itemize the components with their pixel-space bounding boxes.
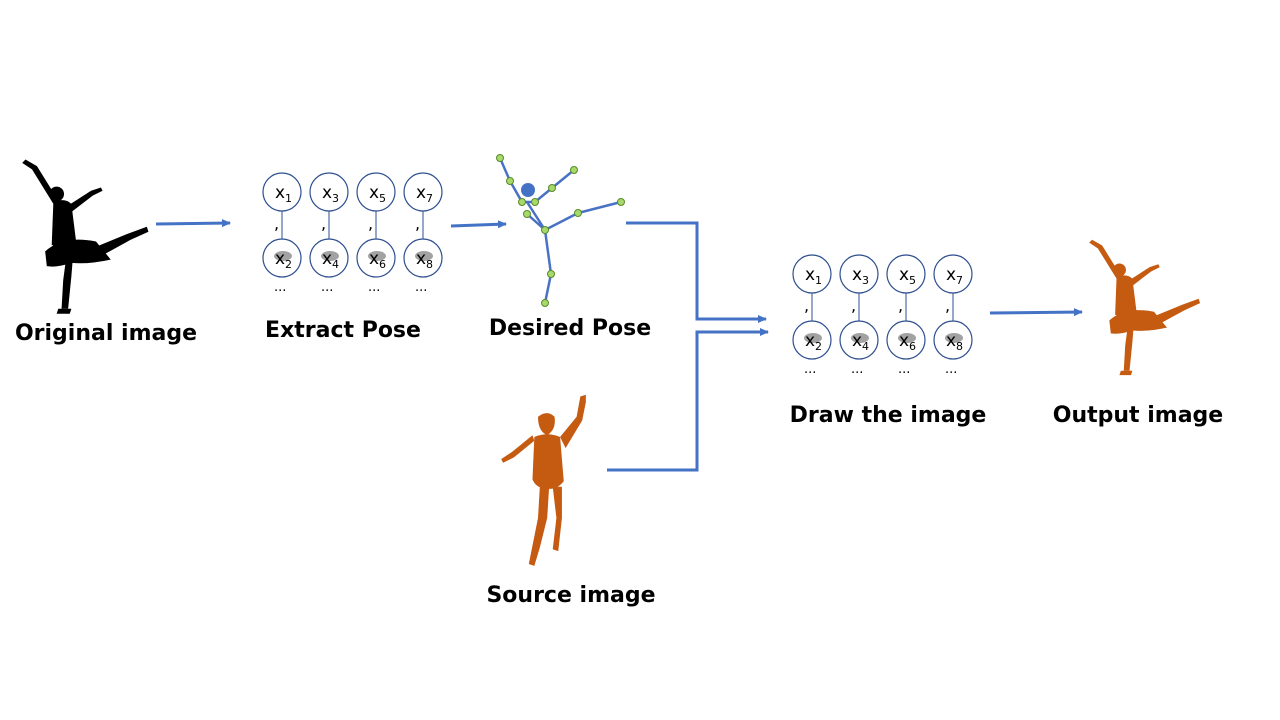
- grid-sub-top: 1: [285, 192, 292, 205]
- arrow-original-to-extract: [155, 219, 231, 228]
- grid-node-top: [839, 254, 879, 294]
- handwriting-smudge: [898, 333, 916, 343]
- grid-var-bottom: x: [852, 331, 862, 351]
- grid-var-bottom: x: [369, 249, 379, 269]
- grid-sub-top: 7: [426, 192, 433, 205]
- source-image-label: Source image: [486, 583, 655, 608]
- grid-comma: ,: [945, 296, 950, 315]
- grid-comma: ,: [415, 214, 420, 233]
- desired-pose-label: Desired Pose: [489, 316, 651, 341]
- grid-comma: ,: [898, 296, 903, 315]
- grid-node-top: [309, 172, 349, 212]
- arrow-extract-to-desired: [450, 220, 507, 229]
- grid-sub-bottom: 2: [815, 340, 822, 353]
- pose-head-icon: [521, 183, 535, 197]
- grid-ellipsis: ...: [804, 362, 816, 377]
- grid-node-top: [403, 172, 443, 212]
- grid-ellipsis: ...: [415, 280, 427, 295]
- extract-pose-label: Extract Pose: [265, 318, 421, 343]
- draw-image-label: Draw the image: [790, 403, 987, 428]
- grid-node-top: [933, 254, 973, 294]
- desired-pose-skeleton: [496, 154, 625, 307]
- grid-var-bottom: x: [416, 249, 426, 269]
- grid-comma: ,: [851, 296, 856, 315]
- grid-sub-bottom: 6: [909, 340, 916, 353]
- grid-sub-top: 3: [332, 192, 339, 205]
- grid-node-top: [792, 254, 832, 294]
- grid-var-top: x: [275, 183, 285, 203]
- grid-comma: ,: [321, 214, 326, 233]
- grid-var-bottom: x: [899, 331, 909, 351]
- grid-sub-bottom: 8: [956, 340, 963, 353]
- grid-ellipsis: ...: [368, 280, 380, 295]
- grid-var-top: x: [946, 265, 956, 285]
- grid-var-bottom: x: [322, 249, 332, 269]
- grid-var-bottom: x: [275, 249, 285, 269]
- handwriting-smudge: [368, 251, 386, 261]
- original-image-silhouette-icon: [22, 159, 149, 314]
- grid-var-top: x: [416, 183, 426, 203]
- grid-node-top: [262, 172, 302, 212]
- grid-sub-top: 5: [379, 192, 386, 205]
- original-image-label: Original image: [15, 321, 197, 346]
- grid-sub-top: 3: [862, 274, 869, 287]
- handwriting-smudge: [945, 333, 963, 343]
- grid-ellipsis: ...: [898, 362, 910, 377]
- grid-sub-top: 7: [956, 274, 963, 287]
- grid-sub-bottom: 4: [332, 258, 339, 271]
- grid-ellipsis: ...: [851, 362, 863, 377]
- grid-ellipsis: ...: [321, 280, 333, 295]
- arrow-draw-to-output: [989, 308, 1083, 317]
- grid-node-top: [886, 254, 926, 294]
- grid-comma: ,: [804, 296, 809, 315]
- grid-sub-bottom: 8: [426, 258, 433, 271]
- grid-var-top: x: [899, 265, 909, 285]
- grid-comma: ,: [274, 214, 279, 233]
- grid-var-top: x: [369, 183, 379, 203]
- grid-comma: ,: [368, 214, 373, 233]
- grid-sub-top: 1: [815, 274, 822, 287]
- grid-var-bottom: x: [946, 331, 956, 351]
- output-image-silhouette-icon: [1089, 239, 1201, 376]
- grid-ellipsis: ...: [274, 280, 286, 295]
- grid-node-top: [356, 172, 396, 212]
- handwriting-smudge: [274, 251, 292, 261]
- grid-var-top: x: [852, 265, 862, 285]
- arrow-desired-to-draw: [626, 221, 767, 323]
- grid-sub-bottom: 2: [285, 258, 292, 271]
- arrow-source-to-draw: [607, 328, 769, 472]
- grid-sub-top: 5: [909, 274, 916, 287]
- grid-sub-bottom: 4: [862, 340, 869, 353]
- grid-sub-bottom: 6: [379, 258, 386, 271]
- handwriting-smudge: [804, 333, 822, 343]
- grid-ellipsis: ...: [945, 362, 957, 377]
- handwriting-smudge: [415, 251, 433, 261]
- source-image-silhouette-icon: [501, 394, 586, 566]
- grid-var-top: x: [805, 265, 815, 285]
- output-image-label: Output image: [1053, 403, 1223, 428]
- handwriting-smudge: [851, 333, 869, 343]
- handwriting-smudge: [321, 251, 339, 261]
- grid-var-top: x: [322, 183, 332, 203]
- grid-var-bottom: x: [805, 331, 815, 351]
